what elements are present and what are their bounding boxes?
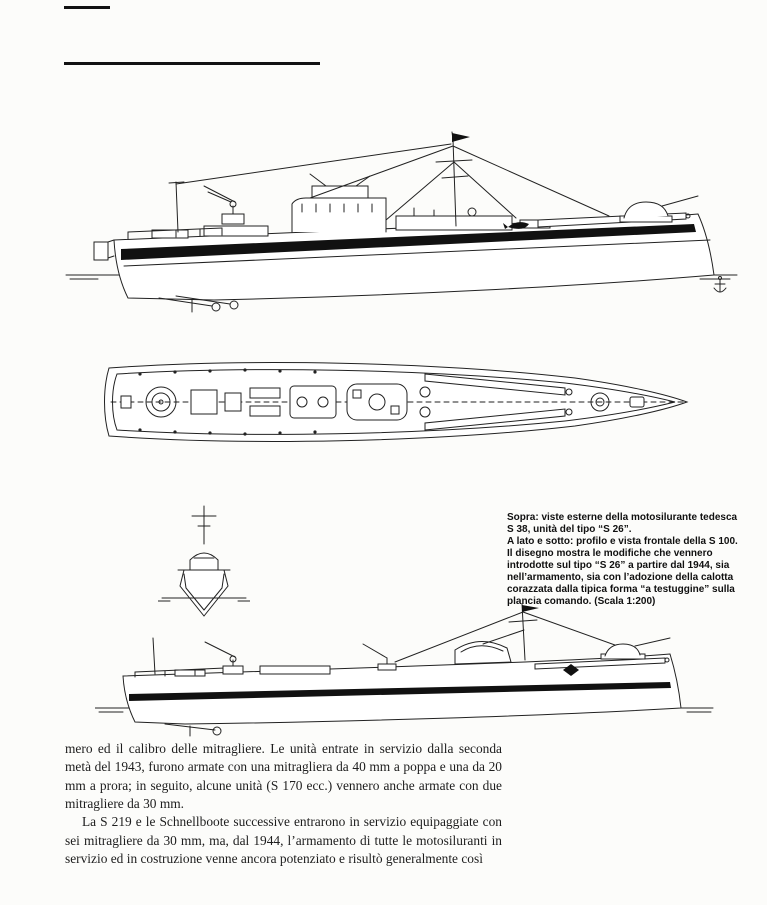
- anchor-icon: [714, 277, 726, 293]
- aft-gun: [204, 186, 244, 224]
- bow-gun-turret: [620, 196, 698, 222]
- dolphin-emblem: [503, 222, 529, 229]
- hull-emblem: [563, 664, 579, 676]
- figure-side-profile-s38: [64, 128, 739, 316]
- stern-deck-details: [135, 638, 330, 677]
- header-rule: [64, 62, 320, 65]
- mast: [395, 604, 640, 662]
- bow-hull: [178, 570, 230, 616]
- deck-dots: [138, 368, 317, 436]
- stern-antenna: [169, 144, 451, 232]
- bow-waterline: [158, 598, 250, 601]
- deck-fittings: [121, 384, 644, 420]
- bow-gun-turret: [601, 638, 670, 659]
- stern-deck-details: [128, 226, 268, 239]
- figure-side-profile-s100: [95, 598, 715, 738]
- midship-deckhouse: [396, 208, 550, 230]
- propellers: [159, 296, 238, 312]
- caption-line-2: A lato e sotto: profilo e vista frontale…: [507, 536, 738, 547]
- caption-line-3: Il disegno mostra le modifiche che venne…: [507, 548, 735, 607]
- aft-gun: [205, 642, 243, 674]
- figure-caption: Sopra: viste esterne della motosilurante…: [507, 512, 740, 608]
- depth-charge-rack: [94, 240, 114, 260]
- body-text: mero ed il calibro delle mitragliere. Le…: [65, 740, 502, 869]
- propellers: [165, 724, 221, 736]
- top-rule-short: [64, 6, 110, 9]
- mid-gun: [363, 644, 396, 670]
- body-paragraph-2: La S 219 e le Schnellboote successive en…: [65, 814, 502, 867]
- torpedo-tube: [535, 658, 669, 669]
- caption-line-1: Sopra: viste esterne della motosilurante…: [507, 512, 738, 535]
- mast: [310, 132, 609, 226]
- torpedo-tubes: [425, 374, 572, 430]
- bow-bridge: [190, 553, 218, 570]
- body-paragraph-1: mero ed il calibro delle mitragliere. Le…: [65, 741, 502, 812]
- bridge: [292, 174, 386, 232]
- figure-bow-view: [158, 500, 250, 622]
- armored-bridge-dome: [455, 641, 511, 664]
- figure-plan-view: [95, 348, 695, 456]
- bow-mast: [192, 506, 216, 544]
